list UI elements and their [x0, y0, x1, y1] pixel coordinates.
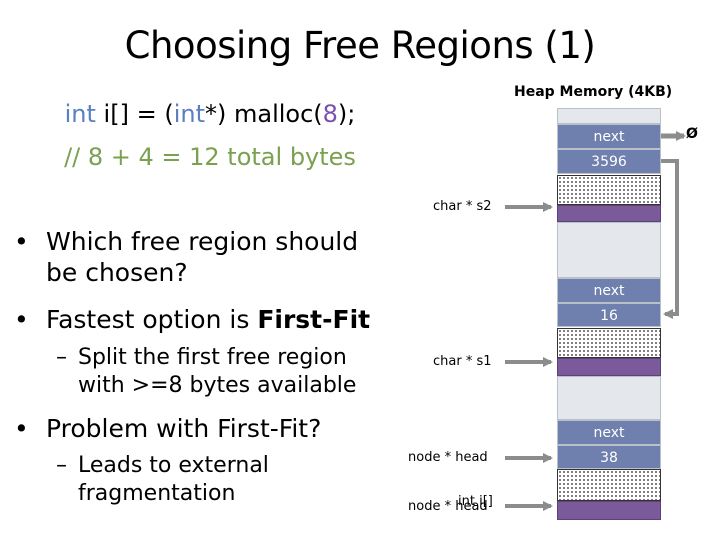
code-text: i[] = ( [95, 100, 174, 128]
heap-free-region [557, 108, 661, 124]
code-line-malloc: int i[] = (int*) malloc(8); [0, 100, 420, 128]
bullet-dot: • [14, 414, 29, 443]
bullet-bold-text: First-Fit [257, 305, 371, 334]
code-text: *) malloc( [204, 100, 323, 128]
pointer-label-int-i: int i[] [458, 494, 493, 509]
sub-bullet-line: with >=8 bytes available [78, 373, 357, 398]
heap-memory-title: Heap Memory (4KB) [514, 84, 673, 100]
code-comment: // 8 + 4 = 12 total bytes [64, 143, 356, 171]
heap-free-region [557, 376, 661, 420]
bullet-text: Fastest option is [46, 305, 258, 334]
heap-free-region [557, 222, 661, 278]
heap-block-header [557, 358, 661, 376]
heap-block-size: 38 [557, 445, 661, 469]
pointer-label-s2: char * s2 [433, 199, 492, 214]
code-text: ); [337, 100, 356, 128]
pointer-label-head-2: node * head [408, 499, 488, 514]
arrow-next-link [661, 159, 679, 319]
pointer-label-s1: char * s1 [433, 354, 492, 369]
sub-bullet-split: Split the first free region with >=8 byt… [78, 344, 398, 400]
code-number: 8 [322, 100, 338, 128]
pointer-label-head: node * head [408, 450, 488, 465]
sub-bullet-line: Leads to external [78, 453, 269, 478]
heap-next-pointer: next [557, 420, 661, 445]
sub-bullet-line: Split the first free region [78, 345, 347, 370]
bullet-line: be chosen? [46, 258, 188, 287]
heap-block-header [557, 501, 661, 520]
heap-block-size: 3596 [557, 149, 661, 174]
bullet-dot: • [14, 227, 29, 256]
sub-bullet-dash: – [56, 345, 67, 370]
code-keyword: int [173, 100, 205, 128]
code-keyword: int [64, 100, 96, 128]
bullet-first-fit: Fastest option is First-Fit [46, 304, 396, 335]
heap-next-pointer: next [557, 124, 661, 149]
heap-allocated-region [557, 469, 661, 501]
null-symbol: Ø [686, 126, 698, 142]
bullet-problem: Problem with First-Fit? [46, 414, 322, 443]
sub-bullet-dash: – [56, 453, 67, 478]
slide-title: Choosing Free Regions (1) [124, 24, 596, 67]
sub-bullet-fragmentation: Leads to external fragmentation [78, 452, 398, 508]
heap-allocated-region [557, 328, 661, 358]
heap-next-pointer: next [557, 278, 661, 303]
heap-allocated-region [557, 175, 661, 205]
sub-bullet-line: fragmentation [78, 481, 236, 506]
heap-block-size: 16 [557, 303, 661, 327]
bullet-which-region: Which free region should be chosen? [46, 226, 386, 288]
bullet-dot: • [14, 305, 29, 334]
heap-block-header [557, 205, 661, 222]
bullet-line: Which free region should [46, 227, 359, 256]
